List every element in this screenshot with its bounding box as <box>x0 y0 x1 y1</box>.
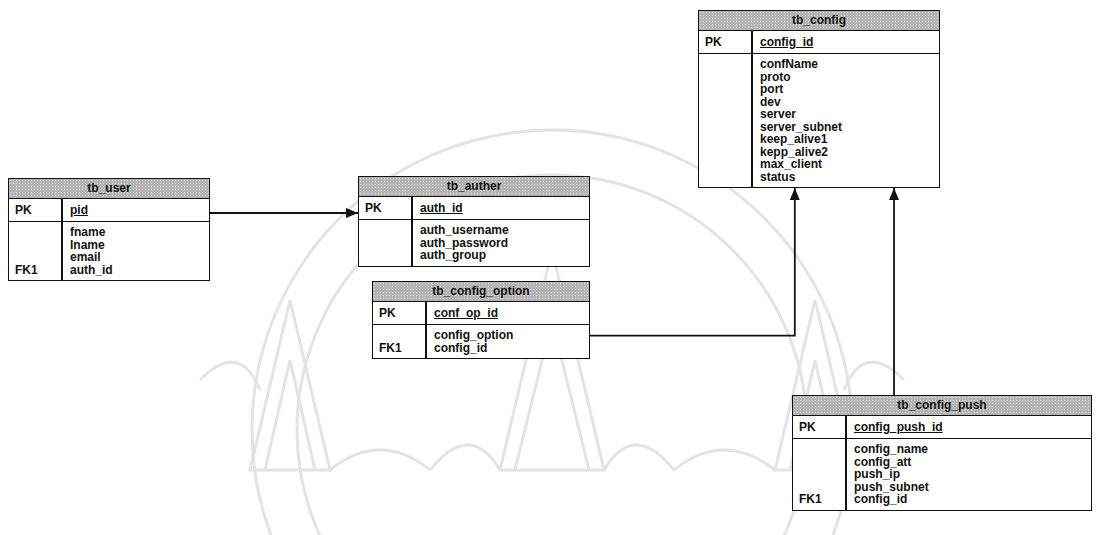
table-name: tb_config_option <box>432 284 529 298</box>
field-name: config_id <box>854 492 907 506</box>
field-name: status <box>760 170 795 184</box>
column-divider <box>751 54 753 187</box>
field-name: auth_id <box>70 263 113 277</box>
field-name: auth_password <box>420 236 508 250</box>
entity-table: tb_configPK config_id confNameprotoportdev… <box>698 10 940 188</box>
field-name: auth_username <box>420 223 509 237</box>
field-name: server_subnet <box>760 120 842 134</box>
field-name: dev <box>760 95 781 109</box>
field-name: config_option <box>434 328 513 342</box>
table-name: tb_auther <box>447 179 502 193</box>
key-label: PK <box>365 201 382 215</box>
entity-table: tb_userPK pid fnamelnameemailFK1 auth_id <box>8 178 210 281</box>
field-name: kepp_alive2 <box>760 145 828 159</box>
field-name: server <box>760 107 796 121</box>
entity-table: tb_config_optionPK conf_op_id config_optio… <box>372 281 590 359</box>
column-divider <box>845 416 847 439</box>
field-name: max_client <box>760 157 822 171</box>
key-label: PK <box>705 35 722 49</box>
field-name: lname <box>70 238 105 252</box>
column-divider <box>411 197 413 220</box>
field-name: confName <box>760 57 818 71</box>
table-name: tb_config_push <box>897 398 986 412</box>
field-name: keep_alive1 <box>760 132 827 146</box>
primary-key-field: config_id <box>760 35 813 49</box>
column-divider <box>425 302 427 325</box>
key-label: FK1 <box>15 263 38 277</box>
column-divider <box>61 222 63 280</box>
key-label: FK1 <box>379 341 402 355</box>
key-label: PK <box>15 203 32 217</box>
field-name: proto <box>760 70 791 84</box>
primary-key-field: conf_op_id <box>434 306 498 320</box>
primary-key-field: config_push_id <box>854 420 943 434</box>
field-name: config_id <box>434 341 487 355</box>
key-label: FK1 <box>799 492 822 506</box>
entity-table: tb_autherPK auth_id auth_usernameauth_pass… <box>358 176 590 267</box>
column-divider <box>425 325 427 358</box>
primary-key-field: pid <box>70 203 88 217</box>
primary-key-field: auth_id <box>420 201 463 215</box>
relationship-arrow <box>893 188 895 395</box>
key-label: PK <box>379 306 396 320</box>
field-name: push_subnet <box>854 480 929 494</box>
table-name: tb_config <box>792 13 846 27</box>
field-name: fname <box>70 225 105 239</box>
column-divider <box>411 220 413 266</box>
field-name: auth_group <box>420 248 486 262</box>
field-name: push_ip <box>854 467 900 481</box>
table-name: tb_user <box>87 181 130 195</box>
column-divider <box>61 199 63 222</box>
field-name: email <box>70 250 101 264</box>
relationship-arrow <box>590 188 795 336</box>
field-name: config_name <box>854 442 928 456</box>
entity-table: tb_config_pushPK config_push_id config_nam… <box>792 395 1092 511</box>
field-name: config_att <box>854 455 911 469</box>
column-divider <box>751 31 753 54</box>
relationship-arrow <box>210 212 358 214</box>
field-name: port <box>760 82 783 96</box>
key-label: PK <box>799 420 816 434</box>
column-divider <box>845 439 847 510</box>
